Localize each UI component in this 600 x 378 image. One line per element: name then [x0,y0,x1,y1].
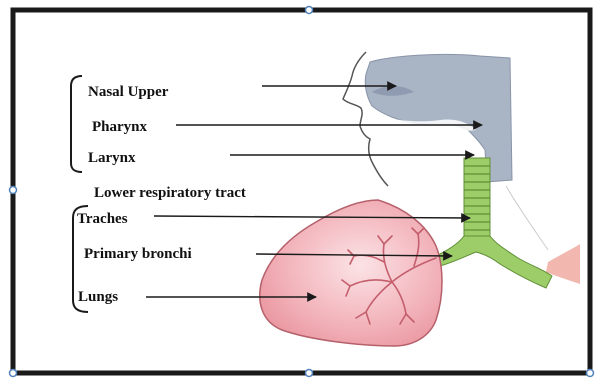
label-pharynx: Pharynx [92,119,148,135]
label-primary-bronchi: Primary bronchi [84,246,192,262]
resize-handle-top[interactable] [306,7,313,14]
label-nasal-upper: Nasal Upper [88,84,169,100]
resize-handle-bottom-right[interactable] [587,370,594,377]
label-lungs: Lungs [78,289,118,305]
label-lower-respiratory-tract: Lower respiratory tract [94,185,246,201]
resize-handle-bottom[interactable] [306,370,313,377]
label-traches: Traches [77,211,128,227]
trachea [464,158,490,236]
label-larynx: Larynx [88,150,136,166]
resize-handle-left[interactable] [10,187,17,194]
resize-handle-bottom-left[interactable] [10,370,17,377]
